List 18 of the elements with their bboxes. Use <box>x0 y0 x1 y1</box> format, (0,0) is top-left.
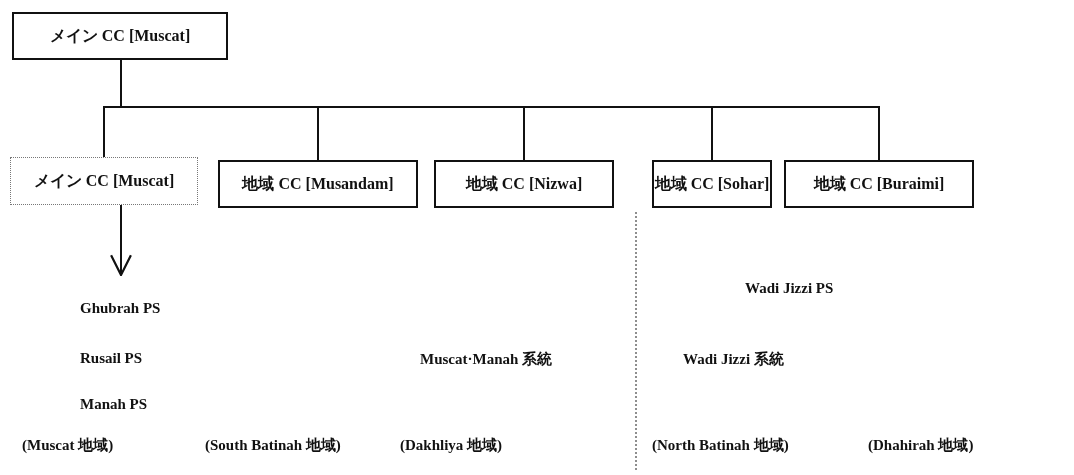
region-label: (Dakhliya 地域) <box>400 436 503 455</box>
process-box: 地域 CC [Nizwa] <box>434 160 614 208</box>
region-label: (South Batinah 地域) <box>205 436 341 455</box>
arrow <box>110 204 132 277</box>
region-label: (North Batinah 地域) <box>652 436 789 455</box>
system-label: Wadi Jizzi 系統 <box>683 350 784 369</box>
system-label: Muscat·Manah 系統 <box>420 350 553 369</box>
dashed-box: メイン CC [Muscat] <box>10 157 198 205</box>
station-label: Ghubrah PS <box>80 300 161 317</box>
process-box: 地域 CC [Buraimi] <box>784 160 974 208</box>
process-box: 地域 CC [Sohar] <box>652 160 772 208</box>
station-label: Manah PS <box>80 396 148 413</box>
process-box: メイン CC [Muscat] <box>12 12 228 60</box>
region-label: (Dhahirah 地域) <box>868 436 974 455</box>
process-box: 地域 CC [Musandam] <box>218 160 418 208</box>
region-label: (Muscat 地域) <box>22 436 114 455</box>
station-label: Wadi Jizzi PS <box>745 280 834 297</box>
station-label: Rusail PS <box>80 350 143 367</box>
